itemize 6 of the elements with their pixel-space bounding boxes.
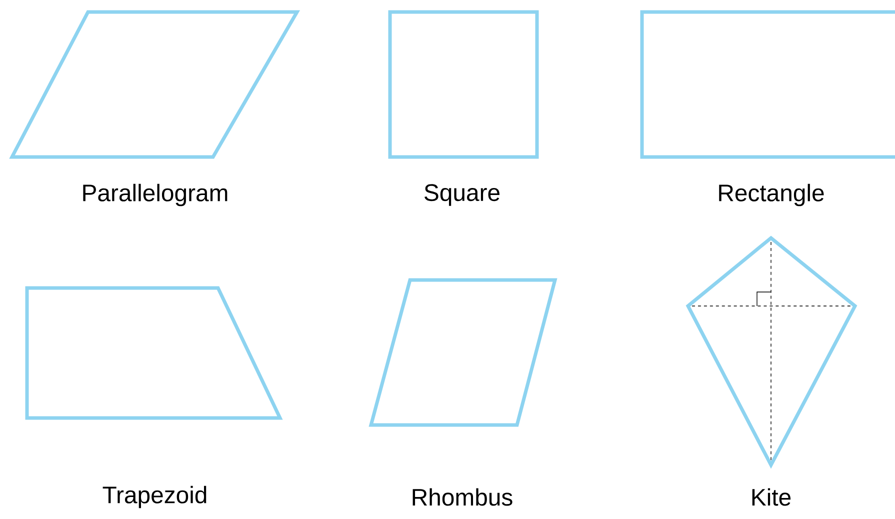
shape-label: Rhombus: [412, 488, 512, 506]
shape-label: Trapezoid: [102, 486, 206, 508]
shape-label: Parallelogram: [83, 184, 228, 206]
shape-label: Kite: [752, 488, 791, 506]
shape-label: Square: [424, 184, 500, 206]
shape-label: Rectangle: [719, 184, 824, 206]
